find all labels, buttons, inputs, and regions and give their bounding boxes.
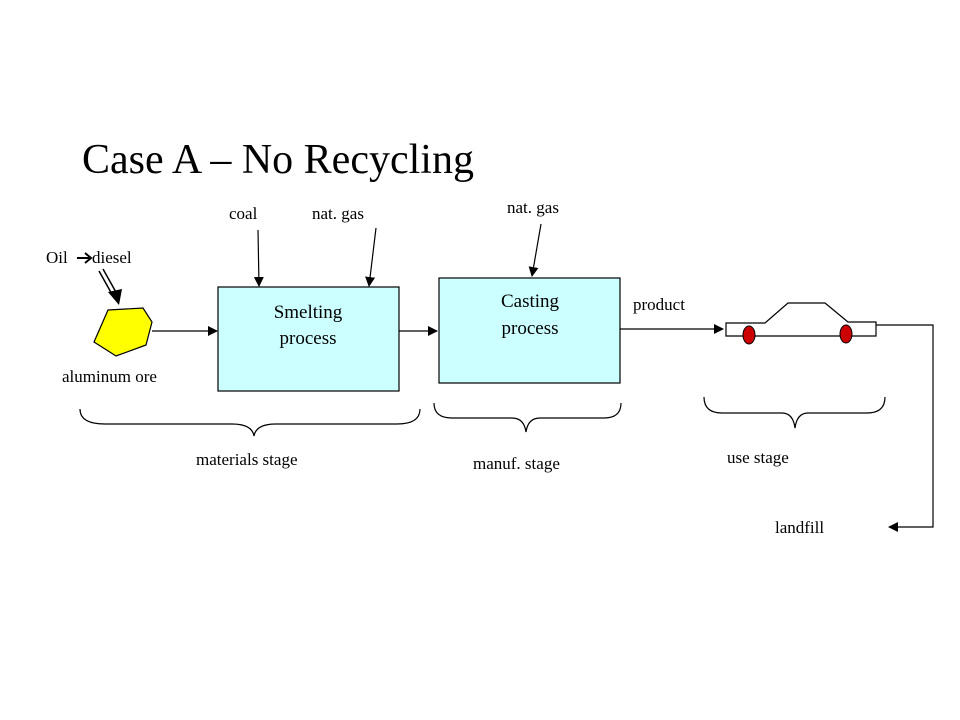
casting-label-line1: Casting <box>501 291 560 312</box>
nat-gas-smelting-arrow <box>365 227 377 287</box>
casting-label-line2: process <box>502 318 559 339</box>
materials-stage-brace <box>79 408 421 437</box>
landfill-arrow <box>876 324 934 532</box>
nat-gas-casting-label: nat. gas <box>507 198 559 217</box>
aluminum-ore-shape <box>93 307 153 357</box>
right-arrow-icon <box>77 252 93 264</box>
smelting-process-box <box>217 286 400 392</box>
car-wheel <box>742 325 756 345</box>
use-stage-brace <box>703 396 886 429</box>
manufacturing-stage-brace <box>433 402 622 433</box>
nat-gas-casting-arrow <box>528 223 542 277</box>
aluminum-ore-label: aluminum ore <box>62 367 157 386</box>
coal-input-arrow <box>253 229 264 287</box>
smelting-label-line1: Smelting <box>274 302 343 323</box>
car-icon <box>725 302 877 345</box>
use-stage-label: use stage <box>727 448 789 467</box>
slide-title: Case A – No Recycling <box>82 137 474 183</box>
smelting-label-line2: process <box>280 328 337 349</box>
product-label: product <box>633 295 685 314</box>
casting-process-box <box>438 277 621 384</box>
diesel-label: diesel <box>92 248 132 267</box>
landfill-label: landfill <box>775 518 824 537</box>
coal-label: coal <box>229 204 258 223</box>
nat-gas-smelting-label: nat. gas <box>312 204 364 223</box>
car-wheel <box>839 324 853 344</box>
manufacturing-stage-label: manuf. stage <box>473 454 560 473</box>
materials-stage-label: materials stage <box>196 450 298 469</box>
oil-label: Oil <box>46 248 68 267</box>
diesel-input-arrow <box>98 268 122 305</box>
